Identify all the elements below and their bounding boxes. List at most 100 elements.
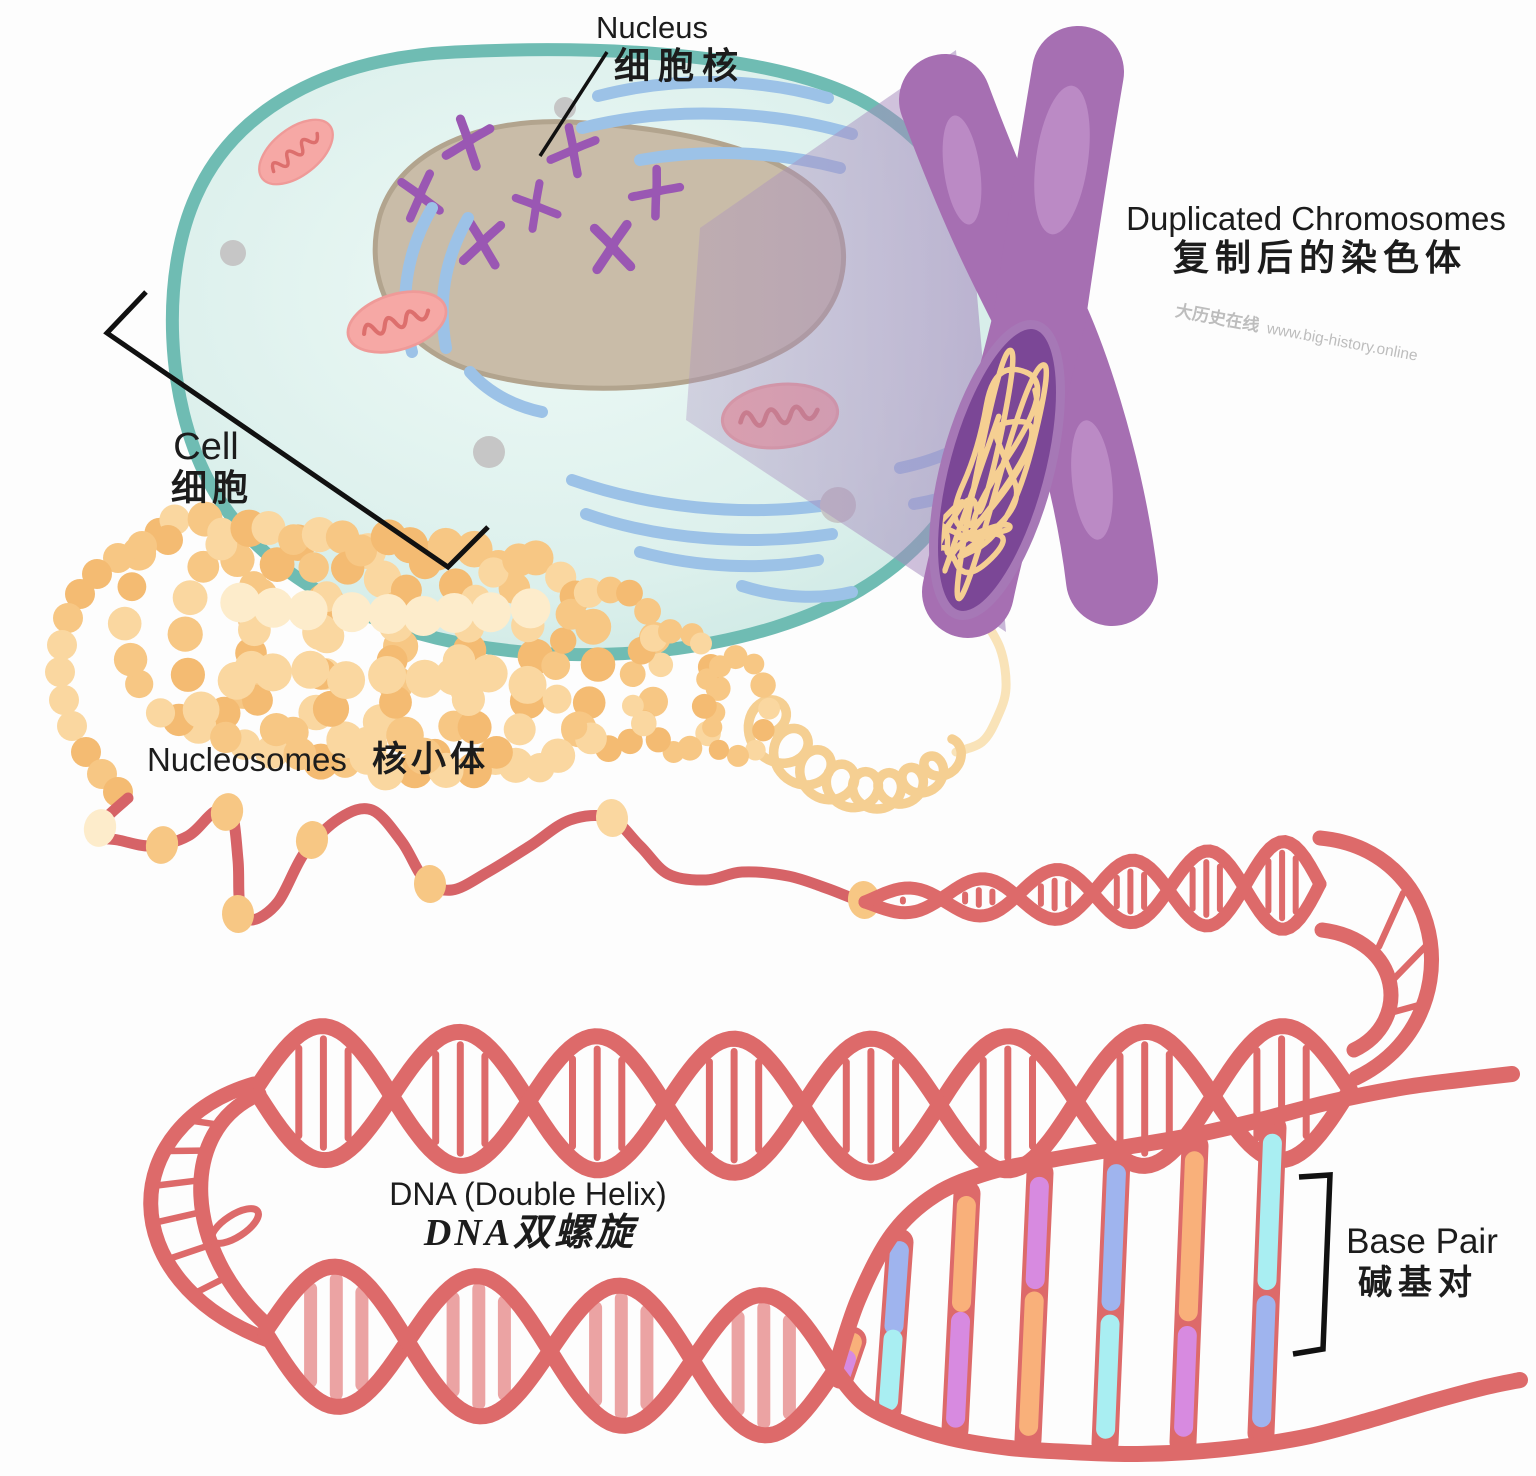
chromatin-fiber	[45, 501, 1011, 814]
helix-rung	[155, 1209, 200, 1226]
nucleosome-bead	[291, 650, 330, 689]
nucleosome-bead	[220, 582, 261, 623]
nucleosome-bead	[331, 592, 372, 633]
nucleosome-bead	[153, 525, 183, 555]
nucleosome-bead	[456, 530, 493, 568]
nucleosome-bead	[648, 652, 674, 678]
helix-rung	[1388, 1001, 1423, 1016]
nucleosome-bead	[573, 577, 605, 608]
nuclear-chromosome	[627, 164, 685, 221]
endoplasmic-reticulum	[580, 508, 838, 546]
nucleosome-bead	[427, 527, 464, 565]
nucleosome-bead	[103, 543, 133, 573]
nucleosome-bead	[691, 693, 717, 719]
nucleosome-bead	[750, 672, 776, 698]
duplicated-chromosomes-label-en: Duplicated Chromosomes	[1126, 200, 1506, 237]
nucleosomes-label-zh: 核小体	[372, 740, 490, 779]
nuclear-chromosome	[458, 217, 506, 270]
nucleosome-bead	[217, 661, 256, 700]
nucleosome-bead	[658, 619, 683, 644]
nucleosomes-label-en: Nucleosomes	[146, 741, 347, 778]
nucleosome-bead	[595, 799, 629, 837]
vesicle	[554, 97, 576, 119]
nucleosome-bead	[638, 686, 668, 717]
chromosome-highlight	[1071, 420, 1113, 540]
base-bottom	[1252, 1295, 1276, 1428]
base-pair-bracket	[1292, 1172, 1333, 1357]
nucleosome-bead	[145, 698, 176, 728]
duplicated-chromosomes-label-zh: 复制后的染色体	[1172, 238, 1468, 278]
cell-bracket	[103, 290, 490, 571]
nucleosome-bead	[405, 659, 444, 698]
nucleosome-bead	[287, 590, 328, 631]
nucleosome-bead	[182, 691, 220, 729]
base-bottom	[946, 1311, 971, 1428]
base-top	[1178, 1151, 1204, 1322]
base-bottom	[879, 1329, 903, 1411]
zoom-beam-shape	[686, 50, 1006, 632]
nucleosome-bead	[326, 721, 364, 759]
nucleosome-bead	[127, 531, 157, 561]
nucleosome-bead	[745, 739, 766, 761]
nucleosome-bead	[480, 736, 513, 769]
endoplasmic-reticulum	[736, 580, 858, 603]
endoplasmic-reticulum	[566, 474, 826, 517]
chromosome-highlight	[1034, 85, 1090, 235]
nucleosome-bead	[708, 739, 730, 760]
nucleosome-bead	[435, 657, 474, 696]
nucleosome-bead	[622, 694, 644, 717]
helix-rung	[154, 1177, 199, 1189]
nucleosome-bead	[167, 616, 203, 652]
helix-strand	[1312, 830, 1439, 1086]
endoplasmic-reticulum	[592, 76, 834, 104]
nucleosome-bead	[510, 588, 551, 629]
helix-strand	[257, 1258, 843, 1444]
base-bottom	[1174, 1325, 1197, 1437]
nuclear-chromosome	[511, 179, 562, 233]
nucleosome-bead	[508, 665, 547, 704]
helix-strand	[827, 1362, 1528, 1463]
nuclear-chromosome	[589, 219, 636, 275]
helix-strand	[1314, 922, 1399, 1058]
nucleosome-bead	[368, 656, 407, 695]
nucleosome-bead	[561, 713, 588, 740]
nucleosome-bead	[690, 632, 712, 655]
nucleosome-bead	[145, 826, 179, 864]
dna-double-helix	[143, 830, 1439, 1444]
helix-strand	[193, 1086, 276, 1334]
nucleus-label-zh: 细胞核	[613, 46, 747, 86]
nucleosome-bead	[125, 669, 154, 699]
nucleosome-bead	[457, 710, 492, 745]
nucleosome-bead	[478, 557, 509, 588]
base-top	[1257, 1133, 1282, 1290]
helix-strand	[247, 1018, 1358, 1181]
chromatin-thread	[951, 605, 1011, 757]
nucleosome-bead	[470, 592, 511, 633]
nucleosomes-label: Nucleosomes 核小体	[146, 740, 490, 779]
nucleosome-bead	[205, 528, 238, 561]
nucleosome-bead	[580, 647, 616, 682]
nucleosome-bead	[298, 552, 329, 583]
nucleosome-bead	[403, 596, 444, 637]
chromatin-coil	[743, 695, 966, 814]
nucleosome-bead	[312, 690, 350, 727]
dna-label-zh: DNA双螺旋	[423, 1212, 637, 1254]
nucleosome-bead	[47, 630, 77, 660]
base-bottom	[1096, 1314, 1120, 1439]
endoplasmic-reticulum	[634, 546, 824, 573]
nucleosome-bead	[542, 684, 572, 714]
helix-rung	[168, 1243, 210, 1262]
nucleosome-bead	[210, 793, 244, 831]
nucleosome-bead	[752, 719, 775, 742]
nucleosome-bead	[723, 645, 748, 670]
nucleosome-bead	[210, 721, 242, 754]
nucleosome-bead	[82, 559, 112, 589]
nucleosome-bead	[518, 540, 554, 576]
nucleosome-bead	[386, 716, 424, 755]
nucleosome-bead	[107, 606, 142, 641]
dna-label-en: DNA (Double Helix)	[389, 1176, 667, 1212]
helix-rung	[1391, 943, 1429, 982]
base-top	[884, 1241, 909, 1336]
nucleosome-bead	[434, 592, 475, 633]
nucleosome-bead	[758, 697, 780, 720]
